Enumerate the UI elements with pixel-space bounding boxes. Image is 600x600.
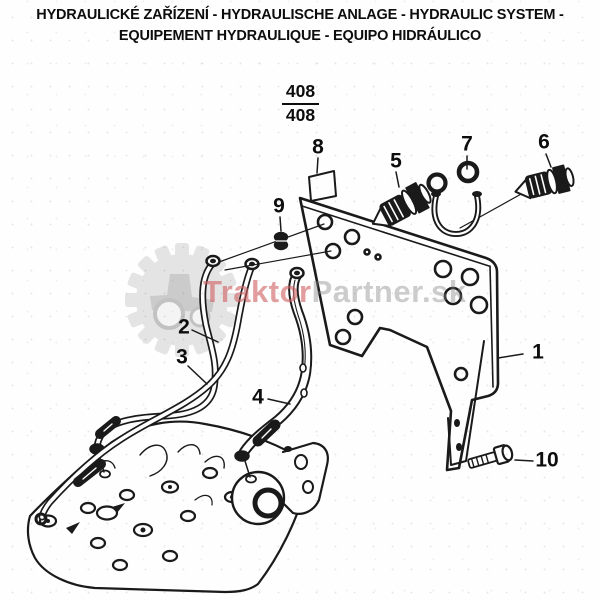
page-title-line2: EQUIPEMENT HYDRAULIQUE - EQUIPO HIDRÁULI… [118, 28, 482, 45]
clamp-part-7 [426, 160, 482, 237]
shim-part-8 [308, 170, 337, 202]
page-title: HYDRAULICKÉ ZAŘÍZENÍ - HYDRAULISCHE ANLA… [0, 5, 600, 48]
callout-5: 5 [390, 149, 402, 173]
callout-3: 3 [176, 345, 188, 369]
page-reference-denominator: 408 [285, 104, 316, 125]
callout-9: 9 [273, 194, 285, 218]
coupler-part-6 [514, 164, 575, 200]
callout-4: 4 [252, 385, 264, 409]
block-flange [281, 441, 329, 515]
hydraulic-block [26, 420, 329, 594]
watermark: TraktorPartner.sk [203, 276, 467, 307]
page-title-line1: HYDRAULICKÉ ZAŘÍZENÍ - HYDRAULISCHE ANLA… [36, 7, 564, 23]
hose-part-4 [234, 266, 313, 484]
callout-2: 2 [178, 315, 190, 339]
callout-10: 10 [535, 448, 559, 472]
coupler-part-5 [371, 182, 432, 227]
page-reference-numerator: 408 [281, 81, 320, 105]
plate-lower-tab [447, 340, 485, 466]
callout-1: 1 [532, 340, 544, 364]
watermark-brand-secondary: Partner.sk [311, 274, 467, 309]
bolt-part-10 [467, 444, 514, 469]
callout-7: 7 [461, 132, 473, 156]
nut-part-9 [273, 231, 289, 251]
alignment-lines [218, 192, 524, 271]
leader-lines [187, 153, 552, 462]
block-cylinder-boss [230, 470, 286, 526]
callout-6: 6 [538, 130, 550, 154]
bracket-plate-part-1 [298, 196, 500, 472]
page-reference: 408 408 [263, 81, 338, 125]
watermark-brand-primary: Traktor [203, 274, 312, 309]
callout-8: 8 [312, 135, 324, 159]
